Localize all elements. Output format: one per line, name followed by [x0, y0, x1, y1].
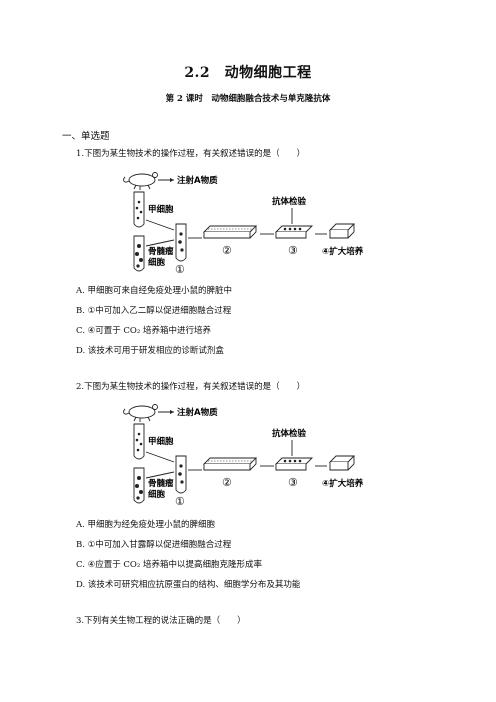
culture-plate-2: [202, 225, 258, 239]
mouse-icon: [123, 404, 158, 422]
arrow-to-fusion-2: [145, 239, 175, 247]
myeloma-tube: [133, 467, 145, 504]
culture-plate-3: [274, 457, 314, 471]
q1-option-b: B. ①中可加入乙二醇以促进细胞融合过程: [76, 306, 232, 316]
page-title: 2.2 动物细胞工程: [184, 65, 312, 81]
cell-a-label: 甲细胞: [148, 436, 174, 447]
myeloma-label-1: 骨髓瘤: [148, 478, 174, 489]
cell-a-tube: [133, 423, 145, 460]
q2-option-b: B. ①中可加入甘露醇以促进细胞融合过程: [76, 540, 232, 550]
step-2-label: ②: [222, 476, 232, 489]
fusion-tube: [175, 223, 187, 262]
arrow-to-fusion-1: [145, 219, 175, 231]
q2-option-c: C. ④应置于 CO₂ 培养箱中以提高细胞克隆形成率: [76, 560, 263, 570]
expansion-flask: [328, 223, 356, 239]
antibody-test-label: 抗体检验: [272, 196, 307, 207]
hybridoma-diagram-2: 注射A物质 甲细胞 骨髓瘤 细胞 ① ② 抗体检验 ③: [123, 404, 364, 508]
antibody-test-label: 抗体检验: [272, 428, 307, 439]
myeloma-label-1: 骨髓瘤: [148, 246, 174, 257]
mouse-icon: [123, 172, 158, 190]
arrow-to-fusion-2: [145, 471, 175, 479]
step-4-label: ④扩大培养: [322, 478, 364, 489]
culture-plate-2: [202, 457, 258, 471]
cell-a-label: 甲细胞: [148, 204, 174, 215]
step-1-label: ①: [175, 263, 185, 276]
step-1-label: ①: [175, 495, 185, 508]
expansion-flask: [328, 455, 356, 471]
step-2-label: ②: [222, 244, 232, 257]
q2-option-a: A. 甲细胞为经免疫处理小鼠的脾细胞: [76, 520, 216, 530]
cell-a-tube: [133, 191, 145, 228]
culture-plate-3: [274, 225, 314, 239]
question-1-stem: 1.下图为某生物技术的操作过程，有关叙述错误的是（ ）: [76, 149, 306, 159]
q1-option-c: C. ④可置于 CO₂ 培养箱中进行培养: [76, 326, 212, 336]
question-3-stem: 3.下列有关生物工程的说法正确的是（ ）: [76, 616, 246, 626]
step-4-label: ④扩大培养: [322, 246, 364, 257]
inject-label: 注射A物质: [177, 407, 218, 418]
inject-label: 注射A物质: [177, 175, 218, 186]
arrow-to-fusion-1: [145, 451, 175, 463]
step-3-label: ③: [288, 476, 298, 489]
fusion-tube: [175, 455, 187, 494]
lesson-subtitle: 第 2 课时 动物细胞融合技术与单克隆抗体: [165, 94, 331, 104]
step-3-label: ③: [288, 244, 298, 257]
q2-option-d: D. 该技术可研究相应抗原蛋白的结构、细胞学分布及其功能: [76, 580, 301, 590]
section-heading: 一、单选题: [62, 131, 110, 142]
myeloma-label-2: 细胞: [148, 489, 166, 500]
q1-option-a: A. 甲细胞可来自经免疫处理小鼠的脾脏中: [76, 286, 233, 296]
myeloma-label-2: 细胞: [148, 257, 166, 268]
question-2-stem: 2.下图为某生物技术的操作过程，有关叙述错误的是（ ）: [76, 382, 306, 392]
hybridoma-diagram-1: 注射A物质 甲细胞 骨髓瘤 细胞 ① ② 抗体检验 ③: [123, 172, 364, 276]
myeloma-tube: [133, 235, 145, 272]
q1-option-d: D. 该技术可用于研发相应的诊断试剂盒: [76, 346, 224, 356]
